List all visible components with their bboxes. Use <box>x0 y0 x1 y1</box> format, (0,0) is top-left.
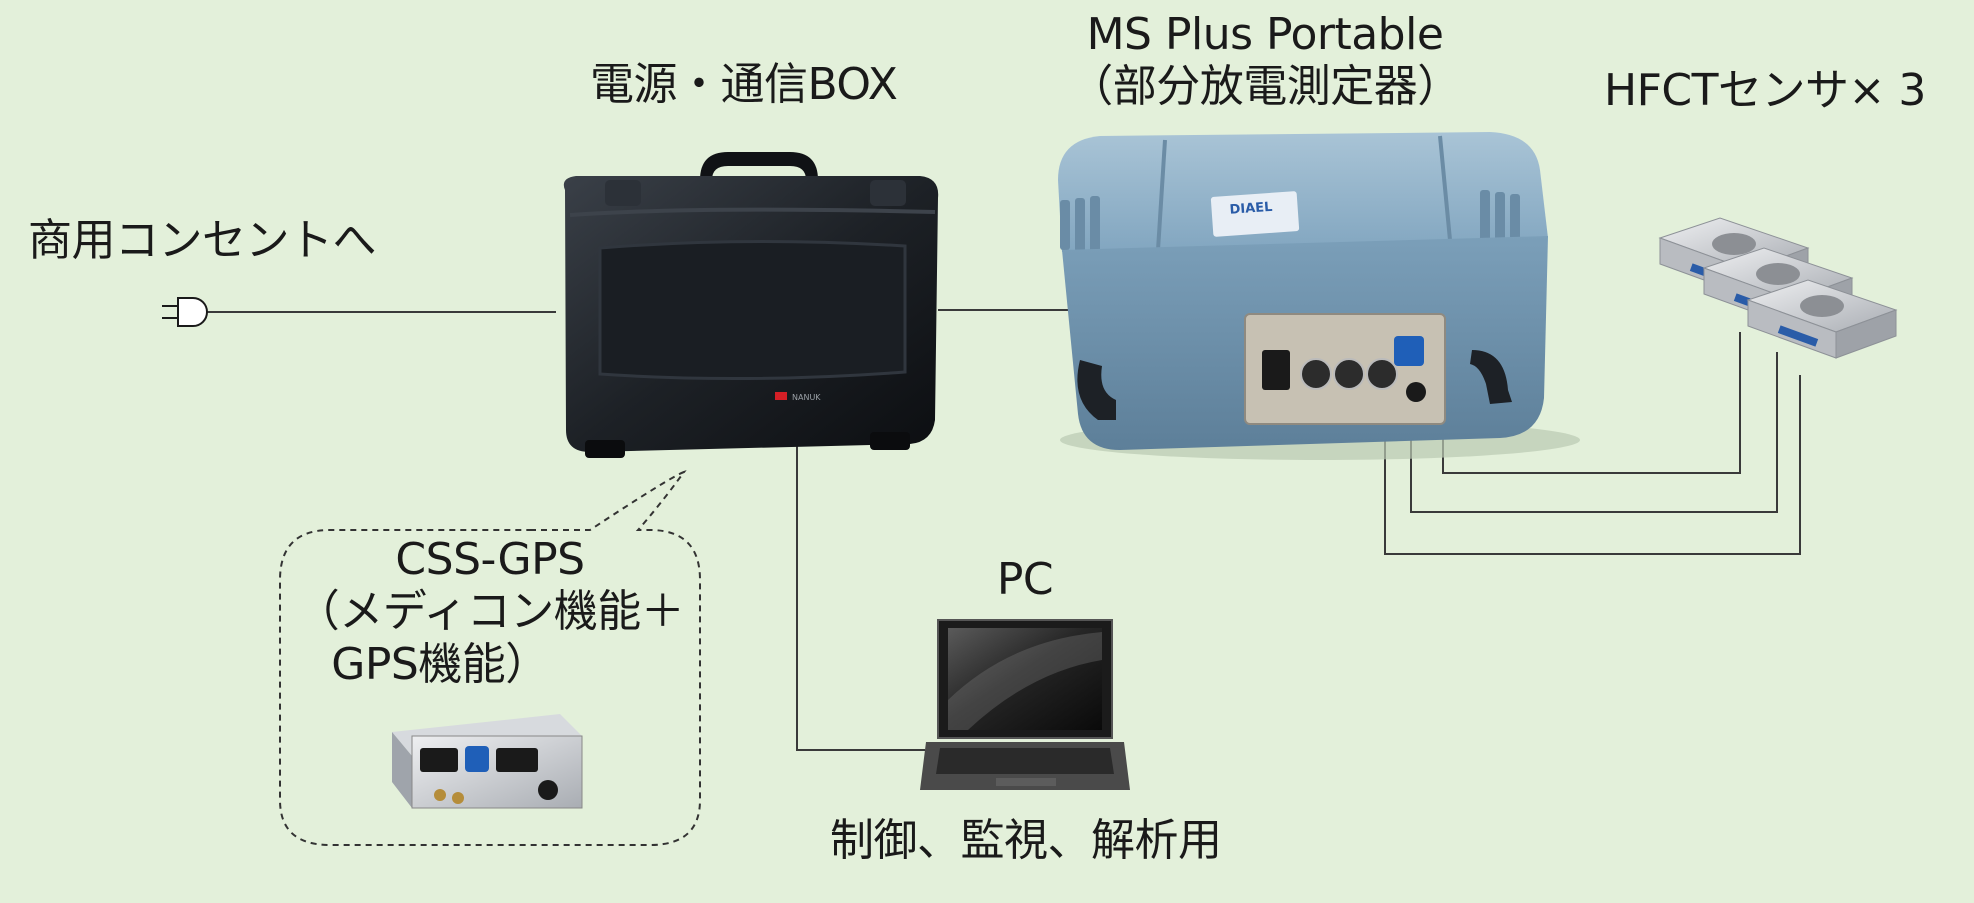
css-gps-desc-line1: （メディコン機能＋ <box>295 586 685 637</box>
sensor-cable-3 <box>1384 375 1801 555</box>
nanuk-brand-text: NANUK <box>792 393 821 402</box>
plug-icon <box>162 297 208 327</box>
css-gps-desc-line2: GPS機能） <box>331 639 549 690</box>
power-comm-box-label: 電源・通信BOX <box>590 59 898 110</box>
ms-plus-badge-text: DIAEL <box>1229 200 1273 218</box>
sensor-icon <box>1746 279 1898 359</box>
hfct-sensors-image <box>1658 217 1898 359</box>
css-gps-title: CSS-GPS <box>395 534 585 585</box>
hfct-sensor-label: HFCTセンサ× 3 <box>1604 65 1926 116</box>
ms-plus-title: MS Plus Portable <box>1086 9 1444 60</box>
laptop-icon <box>920 619 1130 790</box>
css-gps-device-image <box>392 714 583 809</box>
pc-usage-label: 制御、監視、解析用 <box>830 815 1222 866</box>
css-gps-callout <box>279 470 701 846</box>
power-comm-box-image: NANUK <box>563 152 939 458</box>
pc-label: PC <box>996 554 1054 605</box>
box-to-pc-cable <box>796 425 925 751</box>
ms-plus-portable-image: DIAEL <box>1058 132 1580 460</box>
outlet-label: 商用コンセントへ <box>28 215 377 266</box>
connector-panel <box>1262 336 1426 402</box>
ms-plus-subtitle: （部分放電測定器） <box>1069 61 1461 112</box>
